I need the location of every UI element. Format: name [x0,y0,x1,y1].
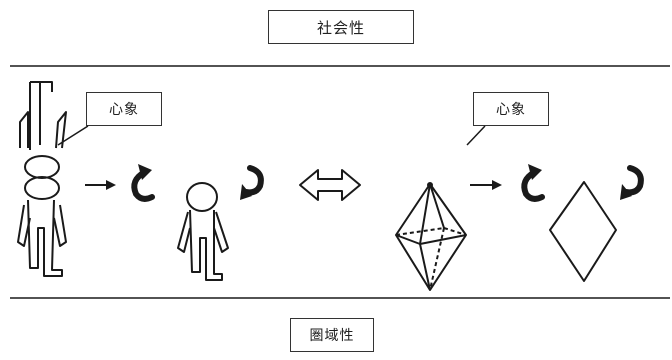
mental-image-callout-left: 心象 [86,92,162,126]
human-figure-icon [177,182,229,281]
rotate-clockwise-icon [240,165,264,200]
mental-image-callout-right: 心象 [473,92,549,126]
rotate-clockwise-icon [620,165,644,200]
arrow-right-icon [85,180,116,190]
rotate-counterclockwise-icon [131,164,155,202]
stacked-human-figure-icon [17,81,67,277]
octahedron-apex-dot [427,182,433,188]
domain-label: 圏域性 [290,318,374,352]
double-arrow-icon [299,169,361,201]
callout-right-pointer [466,125,486,146]
social-label: 社会性 [268,10,414,44]
rotate-counterclockwise-icon [521,164,545,202]
diamond-icon [549,181,617,282]
octahedron-icon [395,183,467,291]
arrow-right-icon [470,180,502,190]
